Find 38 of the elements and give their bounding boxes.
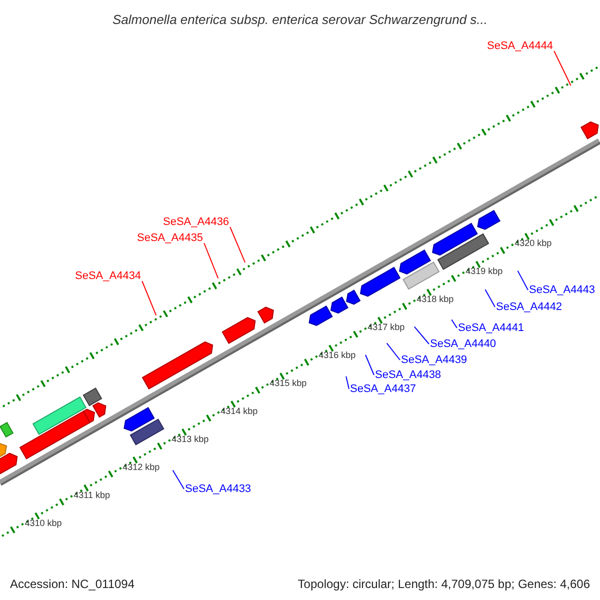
gene-label: SeSA_A4437 bbox=[350, 383, 416, 395]
gene-label: SeSA_A4439 bbox=[401, 354, 468, 366]
position-label: 4312 kbp bbox=[122, 462, 160, 472]
gene-label: SeSA_A4435 bbox=[137, 232, 204, 244]
position-label: 4317 kbp bbox=[368, 322, 405, 332]
position-label: 4316 kbp bbox=[318, 350, 356, 360]
gene-label: SeSA_A4433 bbox=[185, 483, 252, 495]
position-label: 4313 kbp bbox=[172, 434, 209, 444]
leader-line bbox=[172, 470, 184, 490]
gene-label: SeSA_A4444 bbox=[487, 40, 554, 52]
position-label: 4310 kbp bbox=[24, 518, 62, 528]
gene-label: SeSA_A4441 bbox=[458, 322, 524, 334]
gene-label: SeSA_A4436 bbox=[163, 216, 230, 228]
position-label: 4318 kbp bbox=[416, 294, 454, 304]
gene-label: SeSA_A4442 bbox=[496, 301, 562, 313]
leader-line bbox=[517, 270, 528, 290]
footer-text: Accession: NC_011094 bbox=[10, 576, 135, 593]
leader-line bbox=[365, 354, 374, 376]
gene-label: SeSA_A4434 bbox=[75, 270, 142, 282]
leader-line bbox=[386, 342, 400, 360]
gene-label: SeSA_A4440 bbox=[430, 338, 496, 350]
leader-line bbox=[204, 242, 219, 279]
gene-label: SeSA_A4438 bbox=[375, 369, 442, 381]
leader-line bbox=[142, 280, 157, 316]
leader-line bbox=[414, 326, 430, 344]
position-label: 4319 kbp bbox=[466, 266, 503, 276]
leader-line bbox=[346, 376, 350, 390]
leader-line bbox=[484, 289, 496, 308]
footer-text: Topology: circular; Length: 4,709,075 bp; Genes: 4,606 bbox=[298, 576, 590, 593]
position-label: 4314 kbp bbox=[220, 406, 258, 416]
position-label: 4311 kbp bbox=[74, 490, 110, 500]
gene-label: SeSA_A4443 bbox=[529, 284, 596, 296]
position-label: 4320 kbp bbox=[514, 238, 552, 248]
leader-line bbox=[230, 226, 246, 263]
leader-line bbox=[554, 50, 572, 86]
position-label: 4315 kbp bbox=[270, 378, 307, 388]
leader-line bbox=[451, 319, 458, 328]
title: Salmonella enterica subsp. enterica serovar Schwarzengrund s... bbox=[111, 11, 489, 29]
